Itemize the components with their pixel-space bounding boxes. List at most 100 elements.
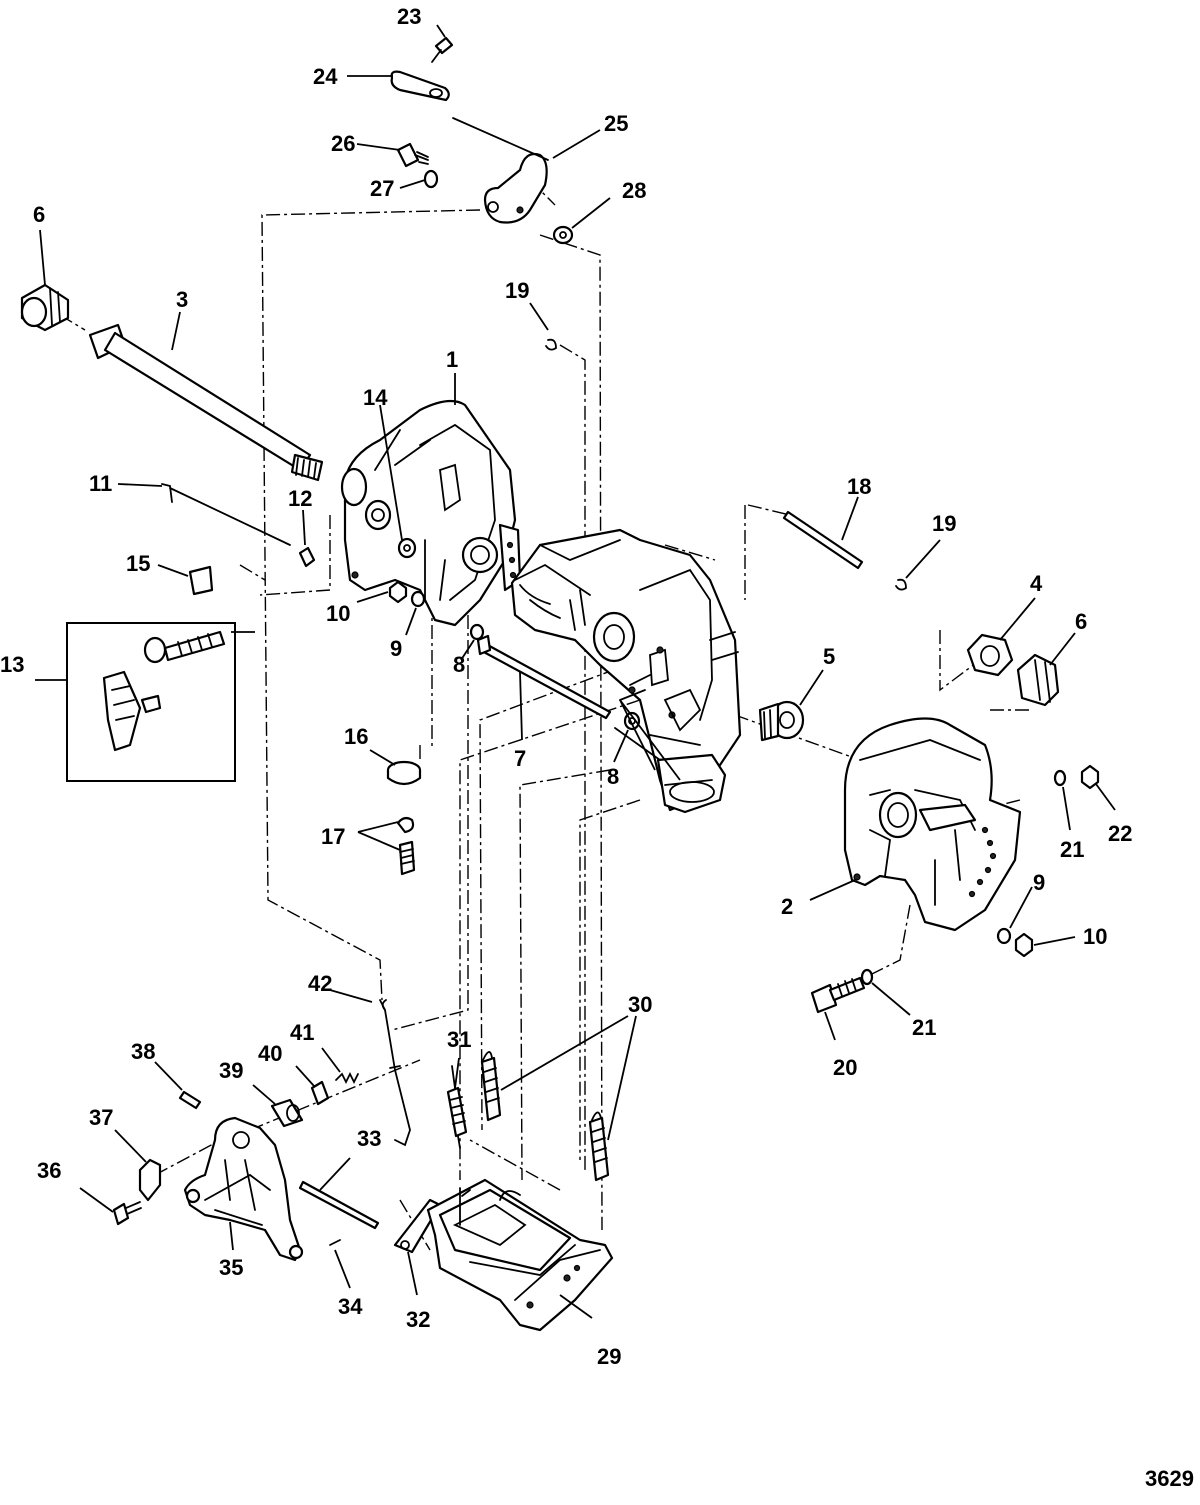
part-34-clip: [329, 1239, 341, 1246]
part-39-sleeve: [270, 1098, 304, 1128]
callout-labels: 23 24 25 26 27 28 6 3 19 1 14 11 12 15 1…: [0, 4, 1132, 1369]
part-15-plate: [188, 565, 214, 596]
callout-38: 38: [131, 1039, 155, 1064]
part-21-washer-lower: [860, 968, 874, 986]
part-1-clamp-bracket-left: [340, 399, 522, 627]
callout-15: 15: [126, 551, 150, 576]
callout-39: 39: [219, 1058, 243, 1083]
callout-42: 42: [308, 971, 332, 996]
part-33-rod: [298, 1180, 380, 1230]
part-21-washer-upper: [1053, 769, 1067, 787]
callout-9-right: 9: [1033, 870, 1045, 895]
part-12-clip: [298, 546, 316, 568]
callout-25: 25: [604, 111, 628, 136]
callout-34: 34: [338, 1294, 363, 1319]
leader-lines: [35, 24, 1116, 1319]
callout-6-right: 6: [1075, 609, 1087, 634]
callout-30: 30: [628, 992, 652, 1017]
part-22-nut: [1080, 764, 1100, 790]
callout-18: 18: [847, 474, 871, 499]
callout-9-left: 9: [390, 636, 402, 661]
part-29-tilt-lock-frame: [426, 1178, 614, 1332]
part-30-spring-b: [588, 1111, 610, 1182]
part-6-cap-left: [20, 283, 70, 332]
part-28-washer: [552, 225, 574, 245]
callout-14: 14: [363, 385, 388, 410]
callout-3: 3: [176, 287, 188, 312]
part-4-nut: [966, 633, 1014, 677]
part-10-nut-left: [388, 580, 408, 604]
callout-24: 24: [313, 64, 338, 89]
part-40-bolt: [310, 1080, 330, 1106]
part-19-clip-top: [545, 338, 557, 351]
part-35-tilt-lock-bracket: [183, 1116, 304, 1262]
part-26-bolt: [396, 142, 429, 168]
part-2-clamp-bracket-right: [843, 717, 1022, 932]
callout-1: 1: [446, 347, 458, 372]
part-23-screw: [431, 36, 454, 63]
part-18-rod: [782, 510, 864, 570]
swivel-bracket-center: [510, 528, 742, 814]
callout-33: 33: [357, 1126, 381, 1151]
callout-28: 28: [622, 178, 646, 203]
part-5-bushing: [758, 700, 805, 742]
part-13-lock-box: [66, 622, 255, 782]
callout-12: 12: [288, 486, 312, 511]
part-27-washer: [423, 169, 439, 189]
part-8-washer-left: [469, 623, 485, 641]
callout-36: 36: [37, 1158, 61, 1183]
callout-37: 37: [89, 1105, 113, 1130]
callout-19-right: 19: [932, 511, 956, 536]
part-16-bumper: [386, 760, 422, 786]
callout-21-lower: 21: [912, 1015, 936, 1040]
callout-4: 4: [1030, 571, 1043, 596]
part-38-pin: [178, 1090, 202, 1110]
callout-11: 11: [89, 471, 112, 496]
figure-number: 3629: [1145, 1466, 1194, 1491]
callout-27: 27: [370, 176, 394, 201]
part-36-screw: [112, 1201, 142, 1226]
part-19-clip-right: [895, 578, 907, 591]
callout-26: 26: [331, 131, 355, 156]
part-24-handle: [390, 70, 450, 102]
callout-23: 23: [397, 4, 421, 29]
callout-10-right: 10: [1083, 924, 1107, 949]
part-37-clip: [138, 1158, 162, 1202]
callout-8-right: 8: [607, 764, 619, 789]
callout-6-left: 6: [33, 202, 45, 227]
callout-7: 7: [514, 746, 526, 771]
callout-41: 41: [290, 1020, 314, 1045]
callout-2: 2: [781, 894, 793, 919]
callout-40: 40: [258, 1041, 282, 1066]
callout-10-left: 10: [326, 601, 350, 626]
callout-31: 31: [447, 1027, 471, 1052]
part-11-rod: [161, 483, 291, 546]
callout-19-top: 19: [505, 278, 529, 303]
callout-16: 16: [344, 724, 368, 749]
part-30-spring-a: [480, 1051, 502, 1122]
part-20-bolt: [810, 976, 866, 1014]
part-10-nut-right: [1014, 932, 1034, 958]
callout-8-left: 8: [453, 652, 465, 677]
callout-13: 13: [0, 652, 24, 677]
part-9-washer-left: [410, 590, 426, 608]
callout-17: 17: [321, 824, 345, 849]
part-42-link: [379, 999, 411, 1147]
callout-29: 29: [597, 1344, 621, 1369]
part-31-spring: [446, 1065, 468, 1149]
part-17-bolt: [396, 816, 416, 876]
callout-5: 5: [823, 644, 835, 669]
callout-35: 35: [219, 1255, 243, 1280]
callout-21-upper: 21: [1060, 837, 1084, 862]
callout-32: 32: [406, 1307, 430, 1332]
callout-22: 22: [1108, 821, 1132, 846]
part-9-washer-right: [996, 927, 1012, 945]
callout-20: 20: [833, 1055, 857, 1080]
part-25-lever: [452, 117, 549, 224]
part-3-tube: [88, 323, 324, 482]
part-41-spring: [335, 1071, 359, 1085]
part-7-pin: [476, 634, 612, 720]
part-6-cap-right: [1016, 653, 1060, 707]
